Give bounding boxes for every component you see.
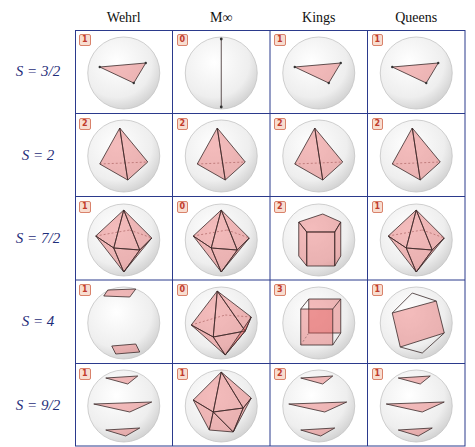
callout-number: 1 xyxy=(372,34,384,46)
callout-number: 0 xyxy=(177,284,189,296)
callout-number: 1 xyxy=(79,34,91,46)
callout-number: 1 xyxy=(372,284,384,296)
callout-number: 1 xyxy=(79,368,91,380)
callout-number: 2 xyxy=(274,118,286,130)
row-label: S = 2 xyxy=(22,147,55,164)
row-label: S = 4 xyxy=(22,313,55,330)
callout-number: 1 xyxy=(274,34,286,46)
callout-number: 1 xyxy=(79,201,91,213)
callout-number: 1 xyxy=(177,368,189,380)
callout-number: 2 xyxy=(274,201,286,213)
callout-number: 2 xyxy=(274,368,286,380)
callout-number: 1 xyxy=(372,201,384,213)
callout-number: 3 xyxy=(274,284,286,296)
callout-number: 1 xyxy=(372,368,384,380)
column-header: Wehrl xyxy=(107,10,141,26)
callout-number: 2 xyxy=(372,118,384,130)
callout-number: 2 xyxy=(79,118,91,130)
callout-number: 2 xyxy=(177,118,189,130)
row-label: S = 7/2 xyxy=(16,230,60,247)
row-label: S = 9/2 xyxy=(16,397,60,414)
column-header: Queens xyxy=(395,10,437,26)
callout-number: 0 xyxy=(177,201,189,213)
callout-number: 0 xyxy=(177,34,189,46)
column-header: M∞ xyxy=(210,10,232,26)
callout-number: 1 xyxy=(79,284,91,296)
column-header: Kings xyxy=(302,10,335,26)
row-label: S = 3/2 xyxy=(16,63,60,80)
